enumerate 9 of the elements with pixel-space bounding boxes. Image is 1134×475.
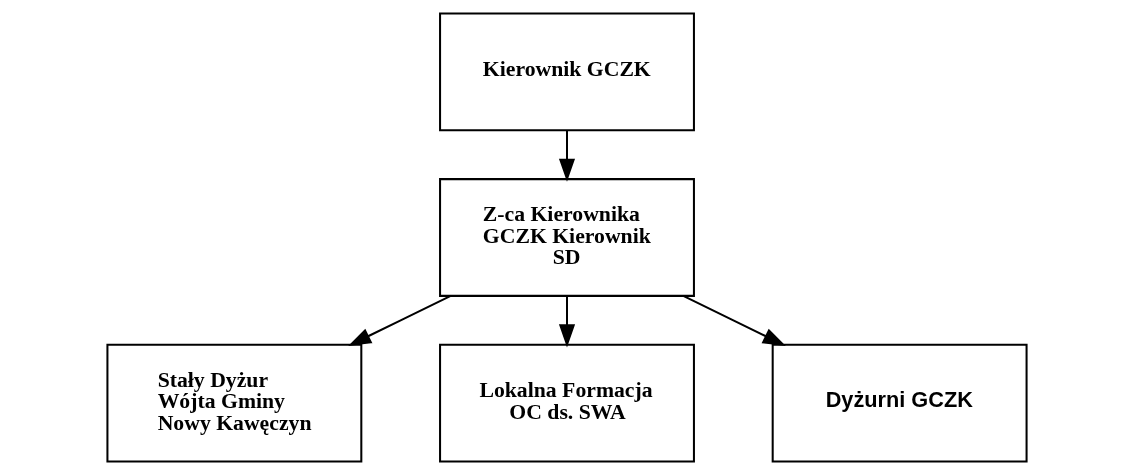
arrow (558, 296, 576, 348)
arrow (683, 295, 786, 347)
node-box: Z-ca Kierownika GCZK Kierownik SD (439, 178, 695, 297)
arrow (558, 130, 576, 182)
node-box: Lokalna Formacja OC ds. SWA (439, 343, 695, 463)
node-box: Dyżurni GCZK (771, 343, 1028, 463)
node-box: Stały Dyżur Wójta Gminy Nowy Kawęczyn (106, 343, 363, 463)
node-box: Kierownik GCZK (439, 12, 695, 132)
arrow (348, 295, 451, 347)
